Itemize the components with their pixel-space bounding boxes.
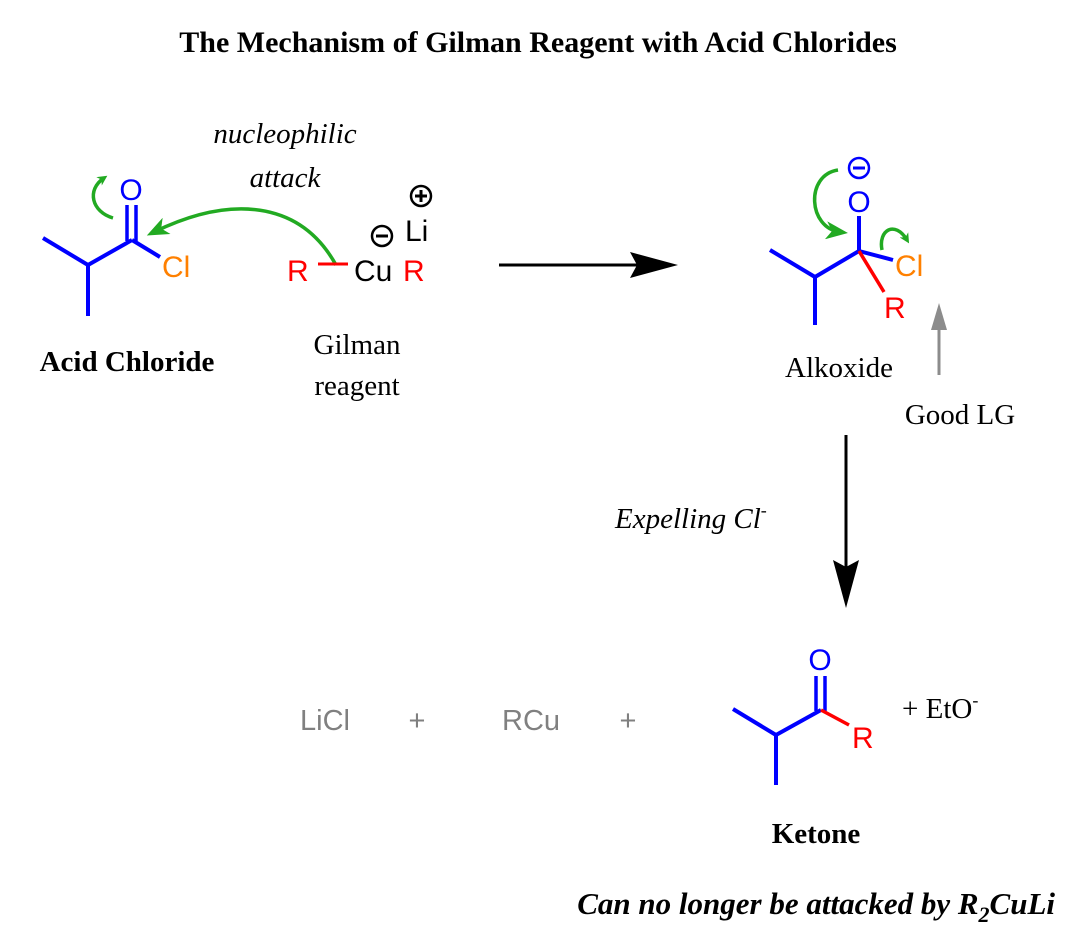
ethoxide-byproduct: + EtO- (902, 690, 978, 725)
minus-charge-icon (370, 224, 394, 248)
c-cl-bond (130, 238, 162, 259)
nucleophilic-label: nucleophilic (213, 118, 356, 150)
chlorine-atom: Cl (162, 251, 190, 284)
gilman-label-line1: Gilman (314, 329, 401, 361)
bond (768, 248, 817, 279)
c-cl-bond (858, 249, 894, 262)
bond (87, 238, 133, 267)
footer-subscript: 2 (978, 902, 990, 927)
acid-chloride-label: Acid Chloride (40, 346, 215, 378)
oxygen-atom: O (119, 174, 142, 207)
alkoxide-label: Alkoxide (785, 352, 893, 384)
footer-text-post: CuLi (990, 886, 1056, 921)
licl-byproduct: LiCl (300, 705, 350, 737)
plus-charge-icon (409, 184, 433, 208)
bond (813, 249, 861, 279)
ethoxide-sup: - (972, 690, 978, 710)
page-title: The Mechanism of Gilman Reagent with Aci… (179, 26, 897, 59)
footer-text-pre: Can no longer be attacked by R (577, 886, 978, 921)
reaction-arrow-icon (499, 252, 678, 278)
copper-atom: Cu (354, 255, 392, 288)
bond (775, 708, 822, 737)
lithium-atom: Li (405, 215, 428, 248)
plus-sign-2: + (620, 705, 637, 737)
expelling-text: Expelling Cl (614, 503, 761, 535)
r-group-left: R (287, 255, 309, 288)
attack-label: attack (250, 162, 322, 194)
rcu-byproduct: RCu (502, 705, 560, 737)
expelling-sup: - (761, 500, 767, 520)
nucleophilic-attack-arrow-icon (146, 207, 338, 266)
bond (731, 707, 778, 737)
ketone-structure: O R (731, 644, 874, 785)
expelling-label: Expelling Cl- (614, 500, 767, 535)
chlorine-atom: Cl (895, 250, 923, 283)
oxygen-atom: O (847, 186, 870, 219)
acid-chloride-structure: O Cl (41, 174, 190, 316)
footer-note: Can no longer be attacked by R2CuLi (577, 886, 1055, 927)
oxygen-minus-charge-icon (847, 156, 871, 180)
alkoxide-structure: O Cl R (768, 156, 923, 325)
lone-pair-reform-arrow-icon (812, 168, 848, 240)
bond (41, 236, 90, 267)
oxygen-atom: O (808, 644, 831, 677)
leaving-group-arrow-icon (931, 303, 947, 375)
r-group-right: R (403, 255, 425, 288)
c-r-bond (857, 250, 886, 293)
gilman-reagent-structure: R Cu R Li (287, 184, 433, 288)
ethoxide-text: + EtO (902, 693, 972, 725)
chloride-leave-arrow-icon (879, 227, 910, 251)
r-group: R (884, 292, 906, 325)
c-r-bond (820, 708, 850, 727)
gilman-label-line2: reagent (314, 370, 399, 402)
good-lg-label: Good LG (905, 399, 1015, 431)
ketone-label: Ketone (772, 818, 861, 850)
r-group: R (852, 722, 874, 755)
down-reaction-arrow-icon (833, 435, 859, 608)
electron-push-arrow-icon (91, 175, 114, 220)
plus-sign-1: + (409, 705, 426, 737)
